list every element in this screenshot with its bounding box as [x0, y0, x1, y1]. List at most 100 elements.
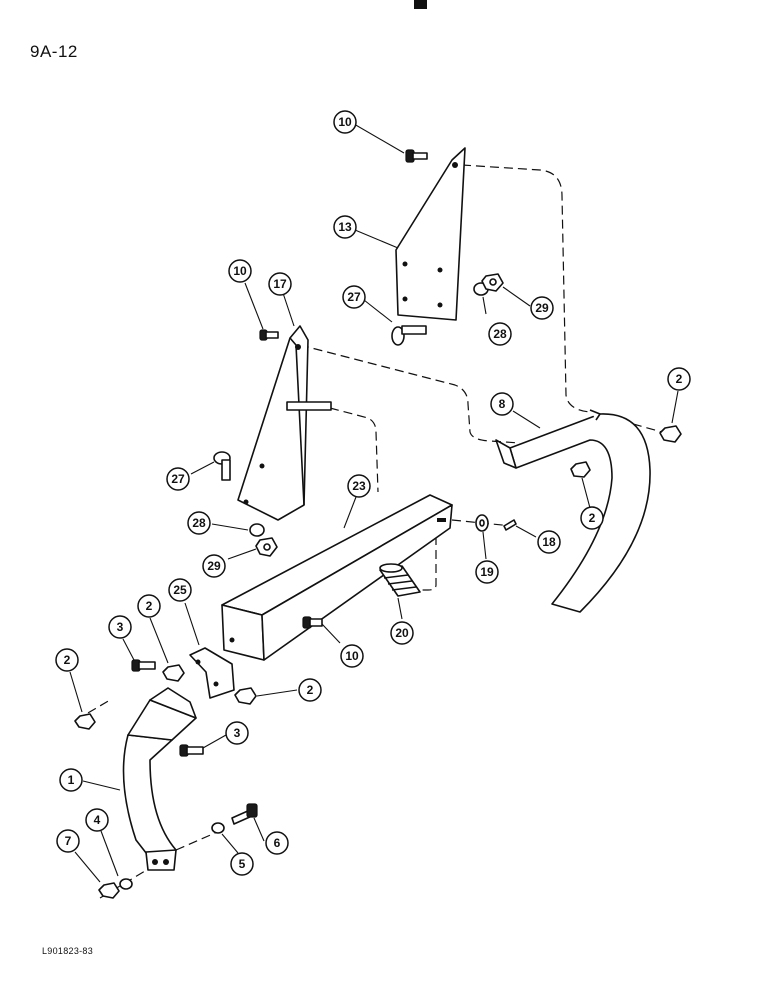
bolt-shank — [401, 325, 427, 335]
callout-4: 4 — [85, 808, 109, 832]
callout-label: 19 — [480, 565, 494, 579]
callout-27: 27 — [166, 467, 190, 491]
nut-hole — [263, 543, 271, 551]
callout-10: 10 — [340, 644, 364, 668]
bolt-10-lower — [302, 616, 323, 629]
callout-29: 29 — [202, 554, 226, 578]
callout-label: 27 — [347, 290, 361, 304]
callout-1: 1 — [59, 768, 83, 792]
callout-2: 2 — [137, 594, 161, 618]
plate-13-hole — [437, 267, 443, 273]
strap-1-hole — [152, 859, 158, 865]
spacer-20 — [379, 563, 421, 597]
callout-27: 27 — [342, 285, 366, 309]
nut-2-right-lower — [570, 461, 591, 478]
callout-label: 29 — [207, 559, 221, 573]
callout-13: 13 — [333, 215, 357, 239]
callout-29: 29 — [530, 296, 554, 320]
assembly-line-5 — [175, 829, 223, 851]
plate-13 — [395, 147, 466, 321]
hardware-28-29-top — [473, 273, 504, 296]
nut-2-right — [659, 425, 682, 443]
assembly-line-20-spacer — [412, 536, 437, 591]
hardware-4-7 — [98, 878, 133, 899]
washer-5 — [211, 822, 225, 834]
bolt-10-top — [405, 149, 428, 163]
tube-23-front — [221, 604, 265, 661]
tube-hole — [229, 637, 235, 643]
callout-label: 2 — [589, 511, 596, 525]
lockwasher-28 — [249, 523, 265, 537]
callout-label: 5 — [239, 857, 246, 871]
callout-label: 8 — [499, 397, 506, 411]
callout-label: 23 — [352, 479, 366, 493]
bracket-17-hole — [259, 463, 265, 469]
callout-label: 7 — [65, 834, 72, 848]
callout-7: 7 — [56, 829, 80, 853]
spacer-shading — [383, 574, 417, 591]
callout-label: 13 — [338, 220, 352, 234]
callout-5: 5 — [230, 852, 254, 876]
callout-label: 2 — [64, 653, 71, 667]
leader-lines — [69, 123, 679, 883]
callout-19: 19 — [475, 560, 499, 584]
strap-1 — [122, 687, 197, 871]
callout-label: 2 — [307, 683, 314, 697]
bolt-shank — [309, 618, 323, 627]
bolt-shank — [138, 661, 156, 670]
header-mark — [414, 0, 427, 9]
callout-label: 25 — [173, 583, 187, 597]
nut-7 — [98, 882, 120, 899]
carriage-head — [391, 326, 405, 346]
plate-13-hole — [402, 296, 408, 302]
callout-20: 20 — [390, 621, 414, 645]
bracket-25 — [189, 647, 235, 699]
figure-code: L901823-83 — [42, 946, 94, 956]
tube-23 — [221, 494, 453, 661]
bolt-6-head — [246, 803, 258, 818]
nut-2-mid — [234, 687, 257, 705]
callout-2: 2 — [667, 367, 691, 391]
strap-8-tab — [495, 439, 517, 469]
bracket-25-body — [189, 647, 235, 699]
callout-18: 18 — [537, 530, 561, 554]
callout-label: 3 — [117, 620, 124, 634]
callout-label: 2 — [676, 372, 683, 386]
bracket-17-hole — [295, 344, 301, 350]
callouts: 10 13 27 28 29 10 17 2 8 2 27 23 18 28 2… — [55, 110, 691, 876]
strap-8-body — [509, 413, 651, 613]
callout-label: 1 — [68, 773, 75, 787]
plate-13-body — [395, 147, 466, 321]
page-id: 9A-12 — [30, 42, 78, 61]
callout-25: 25 — [168, 578, 192, 602]
bracket-25-hole — [213, 681, 219, 687]
tube-slot — [437, 518, 446, 522]
pin-18 — [503, 519, 517, 531]
callout-28: 28 — [187, 511, 211, 535]
callout-label: 4 — [94, 813, 101, 827]
bolt-shank — [221, 459, 231, 481]
lockwasher-4 — [119, 878, 133, 890]
bolt-3-upper — [131, 659, 156, 672]
strap-1-foot — [145, 849, 177, 871]
bolt-shank — [265, 331, 279, 339]
callout-28: 28 — [488, 322, 512, 346]
callout-3: 3 — [225, 721, 249, 745]
callout-label: 27 — [171, 472, 185, 486]
callout-label: 6 — [274, 836, 281, 850]
callout-6: 6 — [265, 831, 289, 855]
strap-1-hole — [163, 859, 169, 865]
mount-pin — [286, 401, 332, 411]
plate-13-hole — [452, 162, 458, 168]
bolt-shank — [186, 746, 204, 755]
strap-8 — [495, 409, 651, 613]
plate-13-hole — [402, 261, 408, 267]
callout-10: 10 — [228, 259, 252, 283]
hardware-28-29-mid — [249, 523, 278, 557]
nut-2-bracket — [162, 664, 185, 682]
bracket-17 — [237, 325, 332, 521]
callout-label: 20 — [395, 626, 409, 640]
bolt-10-mid — [259, 329, 279, 341]
washer-19-pin-18 — [475, 514, 517, 532]
